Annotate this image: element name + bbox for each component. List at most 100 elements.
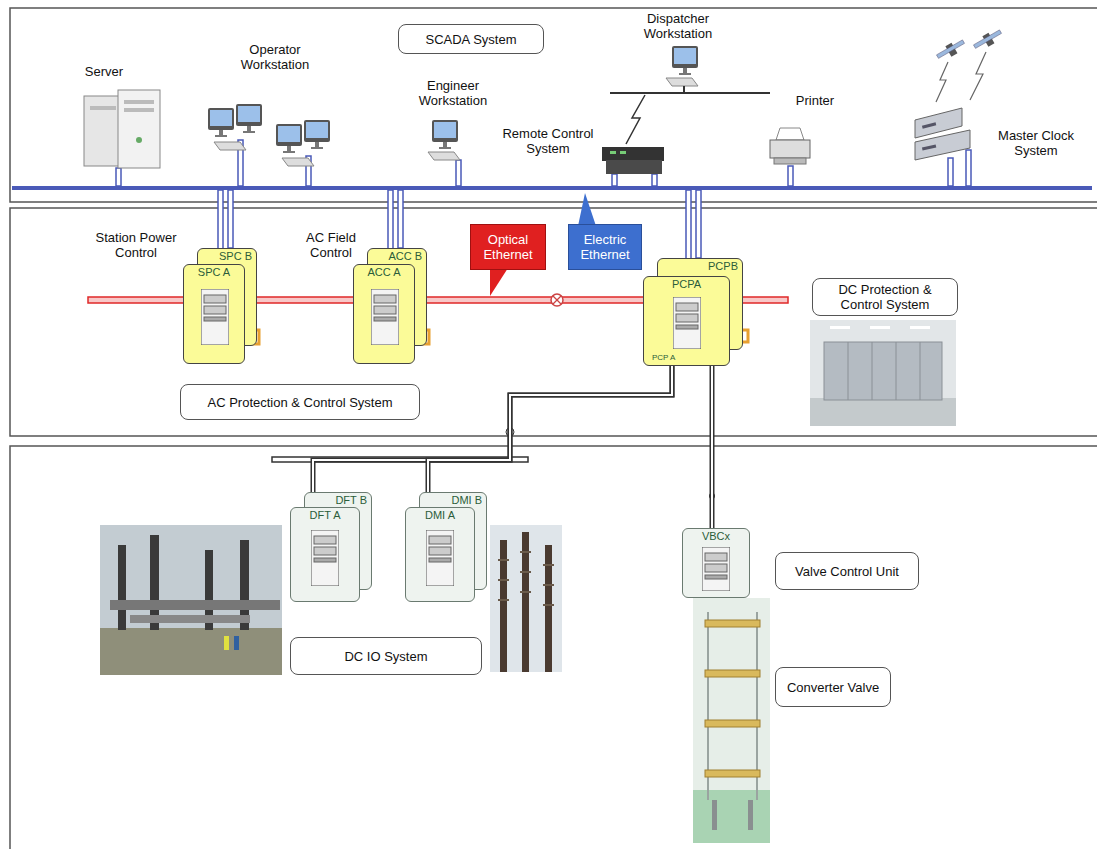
rack-part: [311, 530, 339, 586]
converter-valve-photo: [693, 598, 770, 843]
io-cabinet: DFT A: [290, 507, 360, 602]
dispatcher-workstation-icon: [610, 92, 770, 94]
insulator-photo: [490, 525, 562, 672]
rack-part: [374, 295, 396, 303]
cabinet-box: ACC A: [353, 264, 415, 364]
node-label: SCADA System: [405, 32, 537, 47]
dc-control-room-photo: [830, 326, 850, 329]
node-label: Electric Ethernet: [573, 232, 637, 262]
connector-line: [428, 366, 672, 507]
substation-photo: [100, 628, 282, 675]
server-icon: [84, 96, 122, 166]
substation-photo: [110, 600, 280, 610]
server-icon: [124, 100, 154, 104]
bus-drop: [788, 166, 793, 186]
substation-photo: [118, 545, 126, 630]
rack-icon: [201, 289, 229, 345]
band-frame: [10, 446, 1097, 849]
substation-photo: [100, 525, 282, 675]
insulator-photo: [490, 525, 562, 672]
rack-part: [676, 314, 698, 322]
converter-valve-photo: [693, 790, 770, 843]
optical-ethernet-ring: [551, 294, 563, 306]
rack-icon: [311, 530, 339, 586]
server-icon: [136, 137, 142, 143]
connector-line: [710, 366, 715, 528]
node-label: ACC A: [358, 266, 410, 278]
remote-control-device: [602, 147, 664, 161]
bus-drop: [652, 174, 657, 186]
converter-valve-photo: [705, 770, 760, 777]
engineer-workstation-icon: [428, 152, 460, 160]
node-label: DFT B: [309, 494, 367, 506]
dispatcher-workstation-icon: [672, 46, 698, 75]
substation-photo: [130, 615, 250, 623]
node-label: DC IO System: [297, 649, 475, 664]
rack-part: [429, 536, 451, 544]
satellite-icon: [970, 52, 986, 100]
satellite-icon: [936, 62, 948, 102]
double-line-connector: [428, 366, 672, 507]
rack-part: [314, 558, 336, 562]
node-label: DFT A: [295, 509, 355, 521]
operator-workstation-icon: [208, 104, 330, 166]
scada-bus: [12, 188, 1092, 189]
title-tag: AC Protection & Control System: [180, 384, 420, 420]
rack-part: [673, 297, 701, 349]
server-icon: [124, 108, 154, 112]
bus-drop: [612, 174, 617, 186]
rack-part: [676, 325, 698, 329]
dc-control-room-photo: [810, 398, 956, 426]
rack-icon: [702, 547, 730, 591]
master-clock-icon: [915, 130, 970, 160]
bus-drop: [116, 140, 971, 276]
rack-part: [676, 303, 698, 311]
satellite-icon: [937, 40, 965, 58]
rack-part: [314, 547, 336, 555]
title-tag: Converter Valve: [775, 667, 891, 707]
remote-control-device: [602, 147, 664, 174]
dc-control-room-photo: [824, 342, 942, 400]
server-icon: [90, 106, 116, 110]
bus-drop: [116, 168, 121, 186]
substation-photo: [234, 636, 239, 650]
dc-control-room-photo: [848, 342, 920, 400]
server-icon: [118, 90, 160, 168]
rack-part: [705, 575, 727, 579]
node-label: PCPA: [648, 278, 725, 290]
scada-bus: [12, 186, 1092, 190]
dispatcher-workstation-icon: [683, 86, 685, 93]
node-label: AC Protection & Control System: [187, 395, 413, 410]
master-clock-icon: [922, 145, 936, 151]
printer-icon: [770, 140, 810, 158]
dispatcher-workstation-icon: [610, 46, 770, 144]
node-label: ACC B: [372, 250, 422, 262]
io-cabinet: VBCx: [682, 528, 750, 598]
cabinet-box: SPC A: [183, 264, 245, 364]
bus-drop: [948, 158, 953, 186]
device-label: Dispatcher Workstation: [628, 11, 728, 41]
node-label: PCPB: [662, 260, 738, 272]
engineer-workstation-icon: [432, 120, 458, 149]
rack-part: [374, 317, 396, 321]
band-frame: [10, 8, 1097, 202]
rack-part: [426, 530, 454, 586]
rack-part: [204, 295, 226, 303]
connector-line: [428, 366, 672, 507]
printer-icon: [776, 128, 804, 140]
dc-control-room-photo: [810, 320, 956, 426]
master-clock-icon: [915, 108, 970, 160]
cabinet-box: PCPAPCP A: [643, 276, 730, 366]
converter-valve-photo: [705, 720, 760, 727]
device-label: Remote Control System: [498, 126, 598, 156]
dc-io-bus: [272, 428, 715, 499]
rack-icon: [371, 289, 399, 345]
rack-part: [374, 306, 396, 314]
node-label: VBCx: [687, 530, 745, 542]
io-cabinet: DMI A: [405, 507, 475, 602]
operator-workstation-icon: [214, 142, 246, 150]
callout-box: Electric Ethernet: [568, 224, 642, 270]
server-icon: [84, 90, 160, 168]
device-label: AC Field Control: [298, 230, 364, 260]
